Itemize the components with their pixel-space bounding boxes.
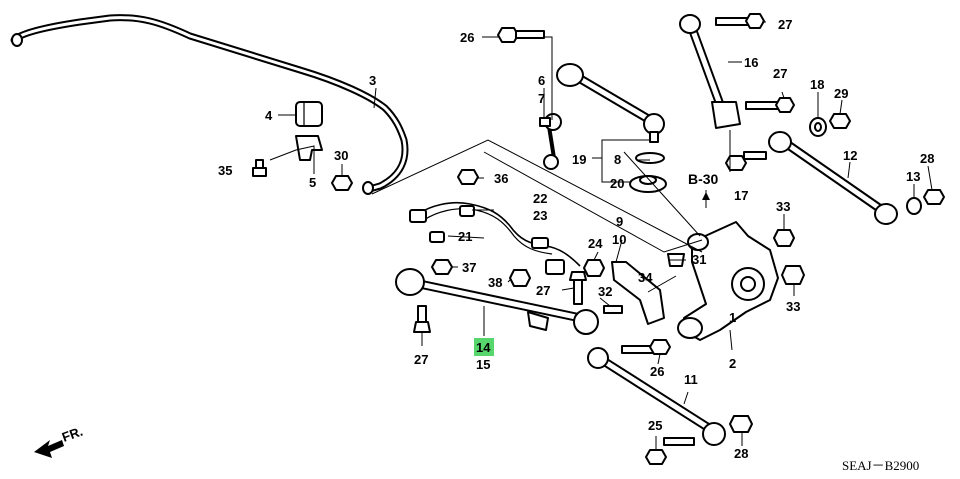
stabilizer-bar bbox=[10, 14, 409, 195]
callout-20: 20 bbox=[610, 176, 624, 191]
reference-b30: B-30 bbox=[688, 171, 719, 208]
arm-16 bbox=[679, 14, 741, 129]
knuckle bbox=[677, 221, 779, 341]
upper-arm bbox=[556, 63, 665, 143]
nut-30 bbox=[331, 175, 353, 191]
callout-19: 19 bbox=[572, 152, 586, 167]
nut-29 bbox=[829, 113, 851, 129]
bolt-17 bbox=[725, 151, 767, 171]
callout-30: 30 bbox=[334, 148, 348, 163]
wiring-harness bbox=[409, 201, 581, 275]
callout-31: 31 bbox=[692, 252, 706, 267]
callout-33-lower: 33 bbox=[786, 299, 800, 314]
callout-38: 38 bbox=[488, 275, 502, 290]
bolt-27-top bbox=[715, 13, 765, 29]
callout-8: 8 bbox=[614, 152, 621, 167]
arm-12 bbox=[768, 131, 898, 225]
callout-27-left: 27 bbox=[414, 352, 428, 367]
diagram-code: SEAJ－B2900 bbox=[842, 458, 919, 473]
bolt-27-right bbox=[745, 97, 795, 113]
bracket-9 bbox=[611, 261, 665, 325]
callout-33-upper: 33 bbox=[776, 199, 790, 214]
callout-27-middle: 27 bbox=[536, 283, 550, 298]
callout-16: 16 bbox=[744, 55, 758, 70]
callout-27-top: 27 bbox=[778, 17, 792, 32]
highlight-box bbox=[474, 338, 494, 356]
clip-24 bbox=[583, 259, 605, 277]
stabilizer-bushing bbox=[295, 101, 323, 127]
callout-23: 23 bbox=[533, 208, 547, 223]
bolt-27-left bbox=[413, 305, 431, 333]
bolt-37 bbox=[431, 259, 453, 275]
callout-11: 11 bbox=[684, 372, 698, 387]
callout-1: 1 bbox=[729, 310, 736, 325]
callout-24: 24 bbox=[588, 236, 603, 251]
callout-34: 34 bbox=[638, 270, 653, 285]
callout-35: 35 bbox=[218, 163, 232, 178]
callout-labels: 1 2 3 4 5 6 7 8 9 10 11 12 13 14 15 16 1… bbox=[218, 17, 934, 461]
callout-5: 5 bbox=[309, 175, 316, 190]
callout-4: 4 bbox=[265, 108, 273, 123]
callout-28-right: 28 bbox=[920, 151, 934, 166]
rubber-seat bbox=[635, 152, 665, 164]
bolt-33-upper bbox=[773, 229, 795, 247]
washer-13 bbox=[906, 197, 922, 215]
callout-32: 32 bbox=[598, 284, 612, 299]
stabilizer-link bbox=[539, 113, 562, 170]
callout-12: 12 bbox=[843, 148, 857, 163]
washer-18 bbox=[809, 117, 827, 137]
bolt-35 bbox=[252, 159, 267, 177]
callout-15: 15 bbox=[476, 357, 490, 372]
reference-lines bbox=[371, 139, 703, 253]
bushing-holder bbox=[295, 135, 323, 161]
callout-18: 18 bbox=[810, 77, 824, 92]
bolt-26-upper bbox=[497, 27, 545, 43]
callout-29: 29 bbox=[834, 86, 848, 101]
callout-6: 6 bbox=[538, 73, 545, 88]
bolt-32 bbox=[603, 305, 623, 314]
callout-28-bottom: 28 bbox=[734, 446, 748, 461]
callout-10: 10 bbox=[612, 232, 626, 247]
callout-37: 37 bbox=[462, 260, 476, 275]
bolt-38 bbox=[509, 269, 531, 287]
callout-26-upper: 26 bbox=[460, 30, 474, 45]
bolt-27-lower-mid bbox=[569, 271, 587, 305]
nut-28-right bbox=[923, 189, 945, 205]
callout-14: 14 bbox=[476, 340, 491, 355]
reference-label: B-30 bbox=[688, 171, 719, 187]
callout-3: 3 bbox=[369, 73, 376, 88]
callout-22: 22 bbox=[533, 191, 547, 206]
leader-lines bbox=[269, 21, 933, 450]
front-direction-arrow: FR. bbox=[34, 424, 85, 458]
callout-17: 17 bbox=[734, 188, 748, 203]
callout-26-lower: 26 bbox=[650, 364, 664, 379]
lower-arm bbox=[395, 268, 599, 335]
callout-7: 7 bbox=[538, 91, 545, 106]
callout-36: 36 bbox=[494, 171, 508, 186]
callout-13: 13 bbox=[906, 169, 920, 184]
nut-33-lower bbox=[781, 265, 805, 285]
callout-21: 21 bbox=[458, 229, 472, 244]
bolt-36 bbox=[457, 169, 479, 185]
callout-2: 2 bbox=[729, 356, 736, 371]
arm-11 bbox=[587, 347, 726, 446]
nut-28-bottom bbox=[729, 415, 753, 433]
bolt-26-lower bbox=[621, 339, 671, 355]
callout-25: 25 bbox=[648, 418, 662, 433]
callout-9: 9 bbox=[616, 214, 623, 229]
bolt-25 bbox=[645, 437, 695, 465]
callout-27-right: 27 bbox=[773, 66, 787, 81]
front-marker-label: FR. bbox=[60, 424, 85, 445]
